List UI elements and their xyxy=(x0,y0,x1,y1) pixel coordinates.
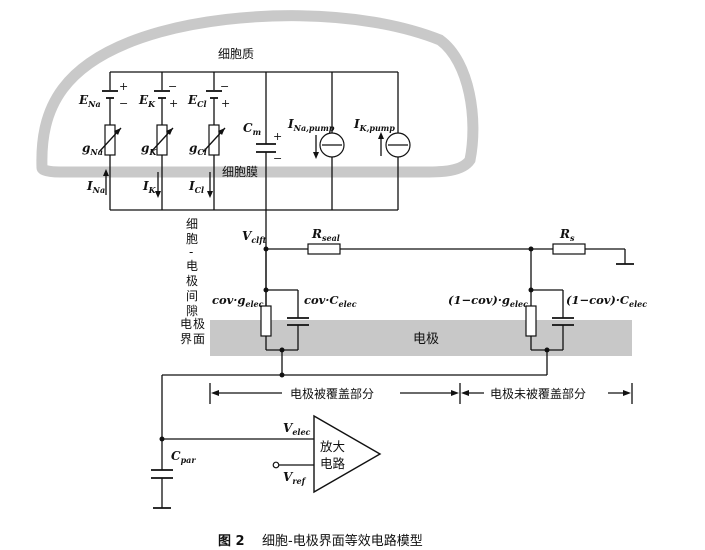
membrane-label: 细胞膜 xyxy=(222,165,258,179)
k-branch: − + EK gK IK xyxy=(138,72,178,210)
svg-text:面: 面 xyxy=(193,332,205,346)
uncovered-rc: (1−cov)·gelec (1−cov)·Celec xyxy=(448,249,647,375)
label-gNa: gNa xyxy=(82,141,103,157)
svg-text:细: 细 xyxy=(186,217,198,231)
label-IKPump: IK,pump xyxy=(353,117,395,133)
label-EK: EK xyxy=(138,93,156,109)
minus-sign-cm: − xyxy=(273,152,282,165)
label-Vcleft: Vclft xyxy=(242,229,267,245)
svg-text:间: 间 xyxy=(186,289,198,303)
na-branch: + − ENa gNa INa xyxy=(78,72,128,210)
svg-text:界: 界 xyxy=(180,332,192,346)
covered-rc: cov·gelec cov·Celec xyxy=(212,249,357,375)
label-IK: IK xyxy=(142,179,157,195)
label-Vref: Vref xyxy=(283,470,307,486)
k-pump-branch: IK,pump xyxy=(353,72,411,210)
label-Velec: Velec xyxy=(283,421,311,437)
svg-text:极: 极 xyxy=(186,274,198,288)
svg-text:隙: 隙 xyxy=(186,304,198,318)
label-gK: gK xyxy=(141,141,157,157)
plus-sign-k: + xyxy=(169,97,178,110)
svg-text:电: 电 xyxy=(180,317,192,331)
figure-caption: 图 2 细胞-电极界面等效电路模型 xyxy=(218,533,423,549)
cytoplasm-label: 细胞质 xyxy=(218,47,254,61)
svg-text:-: - xyxy=(189,245,193,259)
output-bus: Cpar xyxy=(151,372,547,509)
svg-text:电: 电 xyxy=(186,259,198,273)
caption-number: 图 2 xyxy=(218,534,245,549)
svg-text:极: 极 xyxy=(193,317,205,331)
minus-sign-k: − xyxy=(168,80,177,93)
covered-label: 电极被覆盖部分 xyxy=(290,386,374,401)
coverage-dimension: 电极被覆盖部分 电极未被覆盖部分 xyxy=(209,383,633,404)
amp-label-2: 电路 xyxy=(320,456,346,471)
label-cov-c: cov·Celec xyxy=(304,293,357,309)
label-INa: INa xyxy=(86,179,105,195)
na-pump-branch: INa,pump xyxy=(287,72,345,210)
uncovered-label: 电极未被覆盖部分 xyxy=(490,386,586,401)
label-ICl: ICl xyxy=(188,179,204,195)
interface-label: 细 胞 - 电 极 间 隙 电 极 界 面 xyxy=(180,217,205,346)
label-Cpar: Cpar xyxy=(171,449,196,465)
label-INaPump: INa,pump xyxy=(287,117,335,133)
electrode-label: 电极 xyxy=(413,332,439,347)
seal-line: Rseal Rs xyxy=(263,227,634,265)
cell-outline xyxy=(36,10,479,178)
plus-sign-na: + xyxy=(119,80,128,93)
label-ENa: ENa xyxy=(78,93,101,109)
svg-text:胞: 胞 xyxy=(186,232,198,246)
label-uncov-c: (1−cov)·Celec xyxy=(566,293,647,309)
label-gCl: gCl xyxy=(189,141,207,157)
label-Rs: Rs xyxy=(559,227,575,243)
label-ECl: ECl xyxy=(187,93,207,109)
amplifier: 放大 电路 Velec Vref xyxy=(272,414,382,494)
minus-sign-cl: − xyxy=(220,80,229,93)
label-Rseal: Rseal xyxy=(311,227,340,243)
label-cov-g: cov·gelec xyxy=(212,293,264,309)
minus-sign-na: − xyxy=(119,97,128,110)
cl-branch: − + ECl gCl ICl xyxy=(187,72,230,210)
plus-sign-cm: + xyxy=(273,130,282,143)
label-uncov-g: (1−cov)·gelec xyxy=(448,293,528,309)
caption-text: 细胞-电极界面等效电路模型 xyxy=(262,533,423,549)
amp-label-1: 放大 xyxy=(320,439,345,454)
label-Cm: Cm xyxy=(243,121,261,137)
plus-sign-cl: + xyxy=(221,97,230,110)
